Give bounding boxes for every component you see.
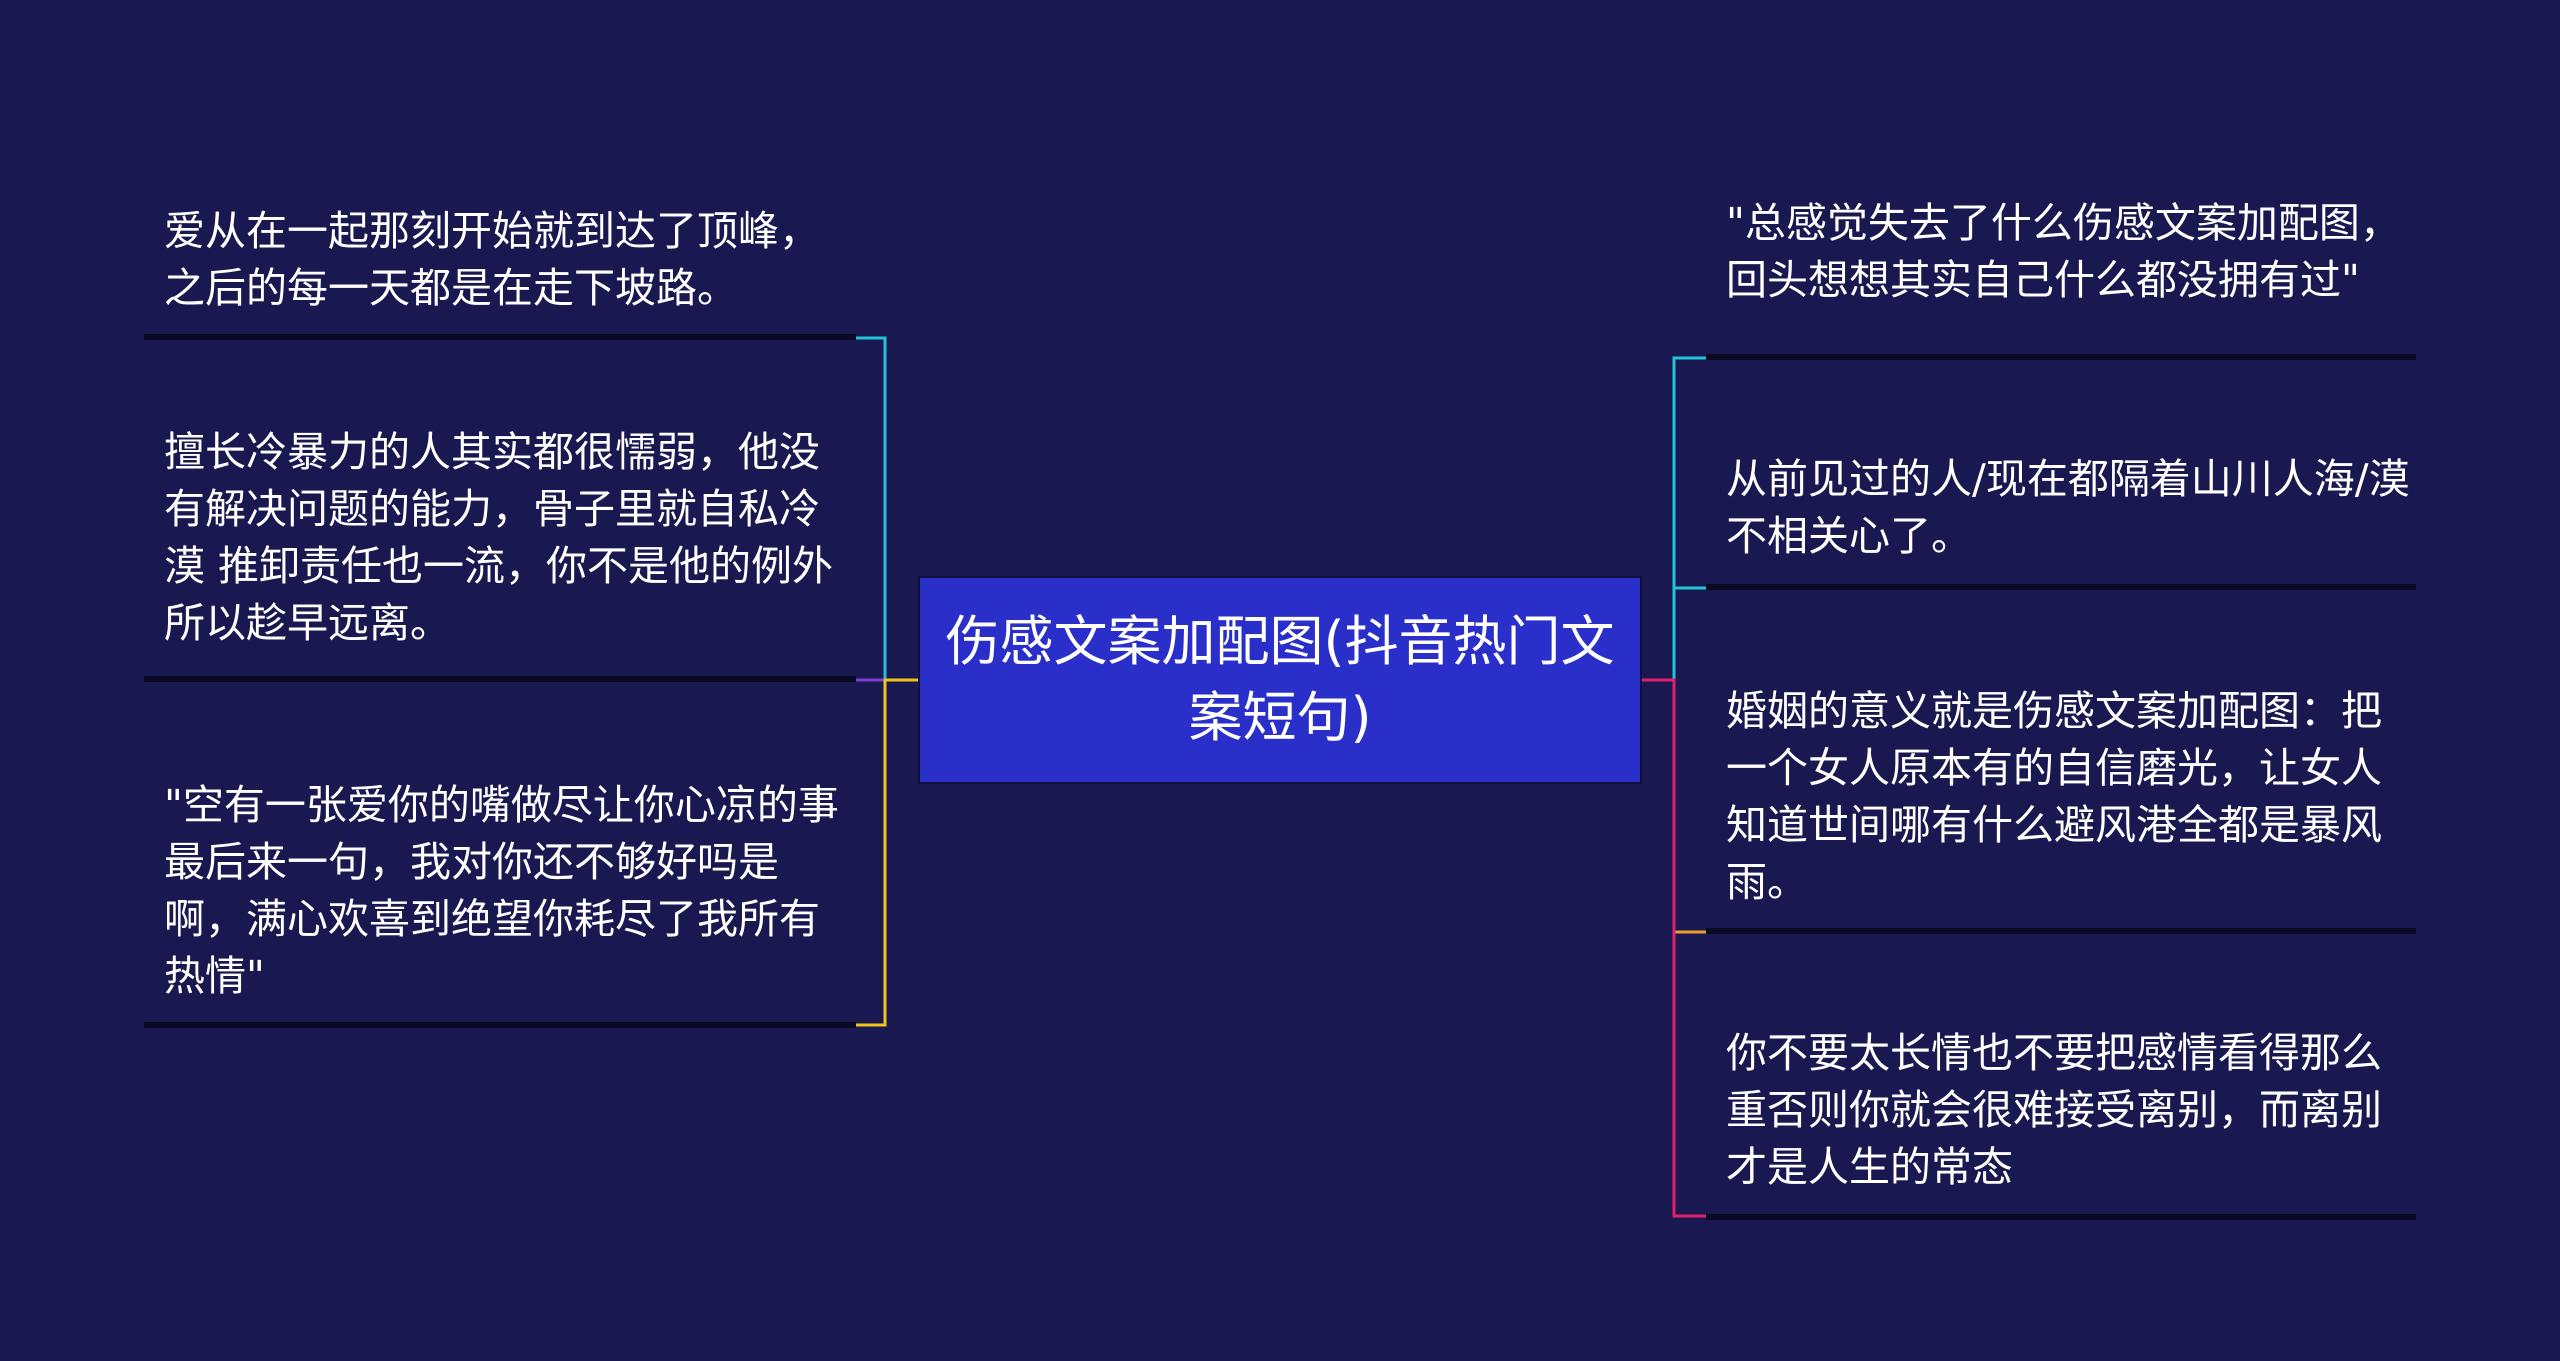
leaf-text: 婚姻的意义就是伤感文案加配图：把一个女人原本有的自信磨光，让女人知道世间哪有什么…: [1726, 687, 2382, 906]
root-node-label: 伤感文案加配图(抖音热门文案短句): [945, 610, 1615, 749]
leaf-node-left-2[interactable]: 擅长冷暴力的人其实都很懦弱，他没有解决问题的能力，骨子里就自私冷漠 推卸责任也一…: [144, 400, 856, 682]
connector-left-3: [856, 678, 918, 1027]
leaf-node-right-3[interactable]: 婚姻的意义就是伤感文案加配图：把一个女人原本有的自信磨光，让女人知道世间哪有什么…: [1706, 666, 2416, 934]
connector-right-3: [1672, 680, 1706, 934]
connector-left-1: [856, 336, 918, 682]
root-node[interactable]: 伤感文案加配图(抖音热门文案短句): [918, 576, 1642, 784]
leaf-node-right-4[interactable]: 你不要太长情也不要把感情看得那么重否则你就会很难接受离别，而离别才是人生的常态: [1706, 1006, 2416, 1220]
leaf-text: 爱从在一起那刻开始就到达了顶峰，之后的每一天都是在走下坡路。: [164, 207, 820, 312]
leaf-text: "空有一张爱你的嘴做尽让你心凉的事最后来一句，我对你还不够好吗是啊，满心欢喜到绝…: [164, 781, 839, 1000]
leaf-node-left-3[interactable]: "空有一张爱你的嘴做尽让你心凉的事最后来一句，我对你还不够好吗是啊，满心欢喜到绝…: [144, 760, 856, 1028]
connector-right-2: [1672, 586, 1706, 680]
leaf-node-right-2[interactable]: 从前见过的人/现在都隔着山川人海/漠不相关心了。: [1706, 432, 2416, 590]
leaf-text: 从前见过的人/现在都隔着山川人海/漠不相关心了。: [1726, 455, 2410, 560]
leaf-text: "总感觉失去了什么伤感文案加配图，回头想想其实自己什么都没拥有过": [1726, 199, 2401, 304]
leaf-text: 你不要太长情也不要把感情看得那么重否则你就会很难接受离别，而离别才是人生的常态: [1726, 1028, 2382, 1191]
leaf-text: 擅长冷暴力的人其实都很懦弱，他没有解决问题的能力，骨子里就自私冷漠 推卸责任也一…: [164, 428, 834, 647]
leaf-node-right-1[interactable]: "总感觉失去了什么伤感文案加配图，回头想想其实自己什么都没拥有过": [1706, 150, 2416, 360]
leaf-node-left-1[interactable]: 爱从在一起那刻开始就到达了顶峰，之后的每一天都是在走下坡路。: [144, 186, 856, 340]
connector-right-4: [1642, 678, 1706, 1218]
